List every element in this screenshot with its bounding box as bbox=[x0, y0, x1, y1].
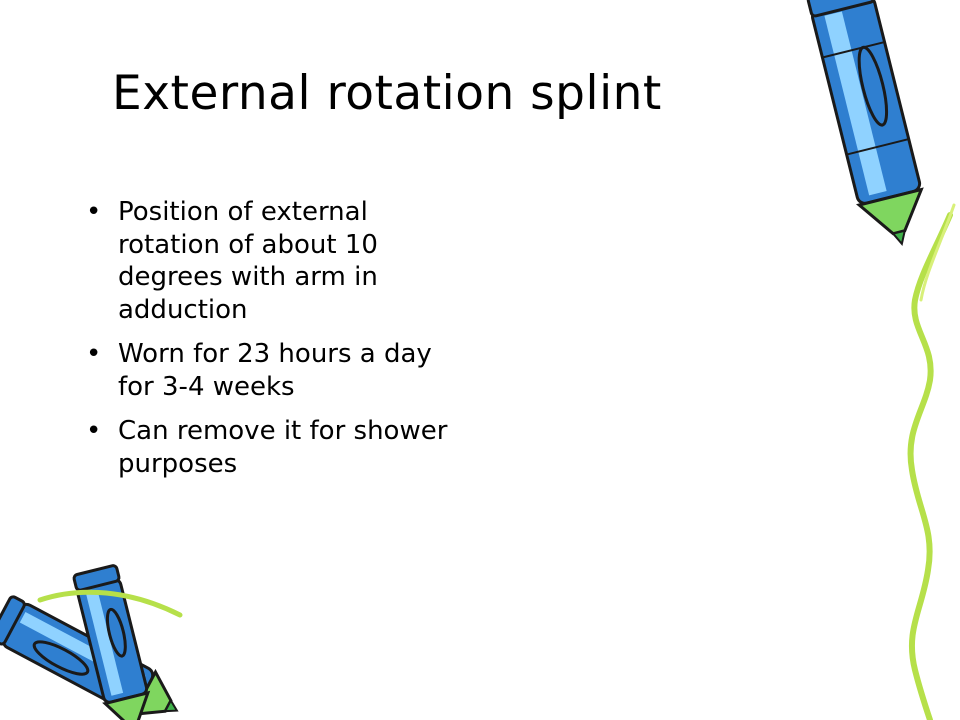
bullet-dot: • bbox=[86, 416, 102, 446]
list-item: • Can remove it for shower purposes bbox=[86, 415, 466, 480]
bullet-dot: • bbox=[86, 197, 102, 227]
slide-title: External rotation splint bbox=[112, 66, 662, 121]
bullet-text: Worn for 23 hours a day for 3-4 weeks bbox=[118, 339, 432, 402]
list-item: • Worn for 23 hours a day for 3-4 weeks bbox=[86, 338, 466, 403]
bullet-text: Can remove it for shower purposes bbox=[118, 416, 448, 479]
list-item: • Position of external rotation of about… bbox=[86, 196, 466, 326]
bullet-list: • Position of external rotation of about… bbox=[86, 196, 466, 492]
bullet-text: Position of external rotation of about 1… bbox=[118, 197, 378, 325]
bullet-dot: • bbox=[86, 339, 102, 369]
